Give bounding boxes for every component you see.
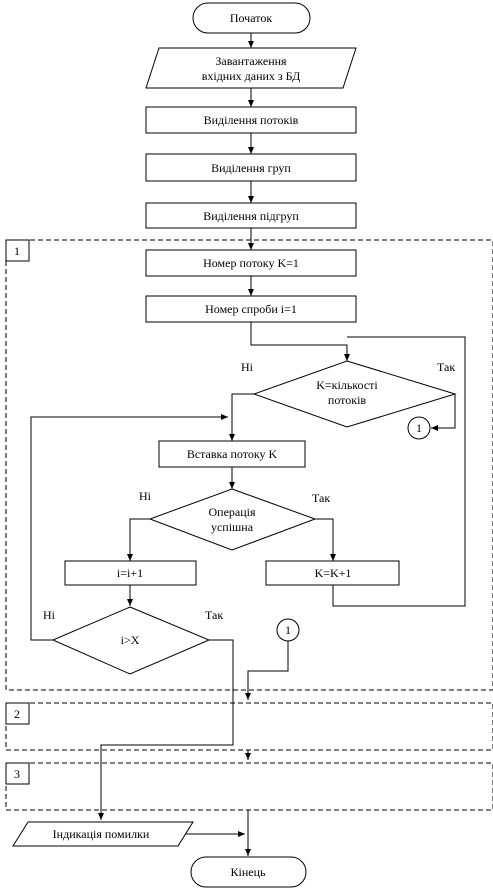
decision-stream-count-line-1: K=кількості — [316, 378, 378, 392]
block-2 — [5, 702, 493, 751]
decision-success-line-2: успішна — [211, 520, 254, 534]
increment-k-label: K=K+1 — [315, 566, 352, 580]
select-subgroups-box — [145, 202, 357, 229]
decision-success-line-1: Операція — [208, 505, 255, 519]
no-label-2: Ні — [139, 489, 152, 503]
block-1 — [5, 239, 493, 691]
decision-stream-count-line-2: потоків — [328, 393, 367, 407]
connector-1-out-label: 1 — [416, 421, 422, 435]
block-3 — [5, 762, 493, 811]
load-data-line-2: вхідних даних з БД — [202, 69, 301, 83]
block-1-label-box — [5, 239, 30, 262]
decision-stream-count — [252, 360, 457, 428]
load-data-parallelogram — [145, 47, 357, 89]
block-1-label: 1 — [14, 244, 20, 258]
start-label: Початок — [230, 11, 272, 25]
yes-label-1: Так — [437, 360, 455, 374]
attempt-number-label: Номер спроби i=1 — [205, 302, 297, 316]
select-streams-label: Виділення потоків — [204, 113, 299, 127]
attempt-number-box — [145, 295, 357, 323]
connector-1-in — [276, 618, 300, 642]
block-2-label: 2 — [14, 707, 20, 721]
error-indication-parallelogram — [12, 821, 194, 847]
stream-number-label: Номер потоку K=1 — [203, 256, 299, 270]
start-terminal — [192, 2, 311, 34]
block-3-label: 3 — [14, 767, 20, 781]
connector-lines — [30, 33, 466, 856]
block-2-label-box — [5, 702, 30, 725]
end-label: Кінець — [231, 865, 267, 879]
decision-limit-label: i>X — [121, 633, 140, 647]
no-label-3: Ні — [43, 608, 56, 622]
select-subgroups-label: Виділення підгруп — [203, 209, 299, 223]
stream-number-box — [145, 249, 357, 277]
yes-label-3: Так — [205, 608, 223, 622]
increment-i-box — [64, 560, 197, 586]
block-3-label-box — [5, 762, 30, 785]
yes-label-2: Так — [312, 491, 330, 505]
insert-stream-box — [158, 440, 306, 468]
increment-i-label: i=i+1 — [117, 566, 143, 580]
select-groups-label: Виділення груп — [211, 161, 291, 175]
no-label-1: Ні — [241, 360, 254, 374]
load-data-line-1: Завантаження — [215, 54, 287, 68]
connector-1-out — [407, 416, 431, 440]
error-indication-label: Індикація помилки — [53, 827, 150, 841]
select-groups-box — [145, 153, 357, 182]
select-streams-box — [145, 106, 357, 134]
decision-limit — [51, 606, 211, 675]
decision-success — [148, 488, 317, 551]
end-terminal — [190, 856, 307, 888]
insert-stream-label: Вставка потоку K — [187, 447, 278, 461]
increment-k-box — [265, 560, 400, 586]
connector-1-in-label: 1 — [285, 623, 291, 637]
